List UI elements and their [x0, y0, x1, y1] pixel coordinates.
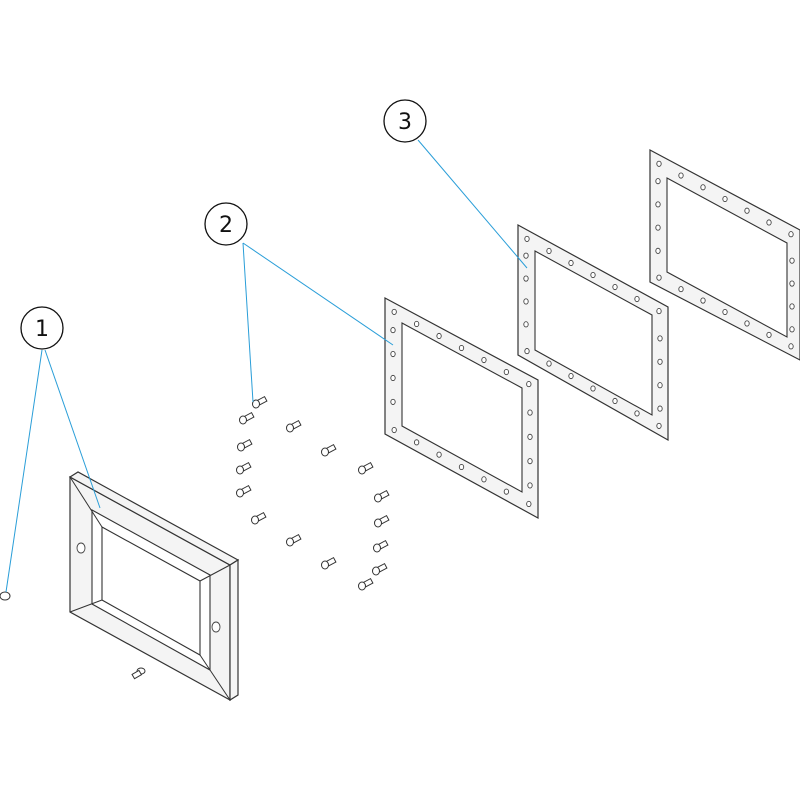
bolt-hole: [527, 458, 533, 465]
front-gasket: [384, 296, 539, 520]
rear-gasket: [649, 149, 800, 361]
bolt-hole: [523, 298, 529, 305]
bolt-hole: [568, 259, 574, 267]
bolt-hole: [458, 463, 465, 471]
bolt-hole: [546, 360, 552, 367]
callout-2-label: 2: [219, 213, 233, 238]
bolt-hole: [657, 405, 663, 412]
bolt-hole: [390, 398, 396, 405]
screw: [286, 419, 302, 433]
bolt-hole: [612, 283, 618, 291]
screw: [374, 514, 390, 528]
screw: [358, 461, 374, 475]
bolt-hole: [655, 224, 661, 231]
bolt-hole: [390, 350, 396, 358]
bolt-hole: [789, 303, 795, 310]
bolt-hole: [390, 327, 396, 334]
callout-3-label: 3: [398, 110, 412, 135]
screw: [321, 443, 337, 457]
bolt-hole: [655, 178, 661, 185]
bolt-hole: [789, 257, 795, 264]
bolt-hole: [678, 172, 684, 179]
bolt-hole: [391, 426, 397, 434]
callout-3: 3: [383, 99, 427, 143]
screw: [373, 539, 389, 553]
bolt-hole: [722, 195, 728, 203]
faceplate-screw: [131, 667, 146, 680]
screw-set: [236, 395, 390, 591]
bolt-hole: [766, 331, 772, 338]
callout-1-label: 1: [35, 317, 49, 342]
screw: [372, 562, 388, 576]
bolt-hole: [390, 374, 396, 382]
bolt-hole: [391, 308, 397, 315]
bolt-hole: [656, 274, 662, 281]
washer: [0, 591, 11, 601]
bolt-hole: [788, 343, 794, 350]
bolt-hole: [436, 451, 442, 458]
bolt-hole: [590, 271, 596, 279]
screw: [374, 489, 390, 503]
bolt-hole: [524, 235, 530, 242]
bolt-hole: [766, 219, 772, 226]
bolt-hole: [481, 476, 487, 483]
bolt-hole: [656, 308, 662, 315]
screw: [358, 577, 374, 591]
bolt-hole: [413, 439, 420, 446]
callout-1: 1: [20, 306, 64, 350]
bolt-hole: [481, 356, 487, 364]
bolt-hole: [436, 332, 442, 340]
bolt-hole: [503, 488, 510, 495]
bolt-hole: [722, 308, 728, 316]
screw: [321, 556, 337, 570]
bolt-hole: [634, 410, 640, 417]
bolt-hole: [744, 207, 750, 214]
screw: [237, 438, 253, 452]
bolt-hole: [568, 372, 574, 380]
bolt-hole: [657, 358, 663, 365]
bolt-hole: [656, 422, 662, 429]
bolt-hole: [524, 348, 530, 355]
bolt-hole: [413, 320, 420, 327]
bolt-hole: [527, 482, 533, 489]
bolt-hole: [788, 231, 794, 238]
screw: [236, 461, 252, 475]
faceplate-frame: [68, 471, 240, 702]
bolt-hole: [789, 326, 795, 333]
screw: [251, 511, 267, 525]
bolt-hole: [590, 385, 596, 392]
bolt-hole: [527, 433, 533, 440]
bolt-hole: [744, 320, 750, 327]
bolt-hole: [523, 321, 529, 328]
callout-2: 2: [204, 202, 248, 246]
bolt-hole: [526, 381, 532, 388]
screw: [239, 411, 255, 425]
bolt-hole: [526, 500, 532, 508]
bolt-hole: [657, 382, 663, 389]
bolt-hole: [458, 344, 465, 352]
bolt-hole: [523, 275, 529, 282]
leader-lines: [5, 139, 528, 593]
bolt-hole: [612, 397, 618, 405]
screw: [252, 395, 268, 409]
screw: [236, 484, 252, 498]
bolt-hole: [655, 247, 661, 254]
bolt-hole: [634, 296, 640, 303]
bolt-hole: [523, 252, 529, 259]
bolt-hole: [656, 160, 662, 167]
bolt-hole: [503, 369, 510, 376]
bolt-hole: [657, 335, 663, 342]
bolt-hole: [700, 297, 706, 304]
bolt-hole: [527, 409, 533, 416]
bolt-hole: [789, 280, 795, 287]
bolt-hole: [700, 184, 706, 191]
bolt-hole: [655, 201, 661, 208]
bolt-hole: [546, 247, 552, 254]
middle-gasket: [517, 223, 669, 442]
bolt-hole: [678, 286, 684, 293]
screw: [286, 533, 302, 547]
